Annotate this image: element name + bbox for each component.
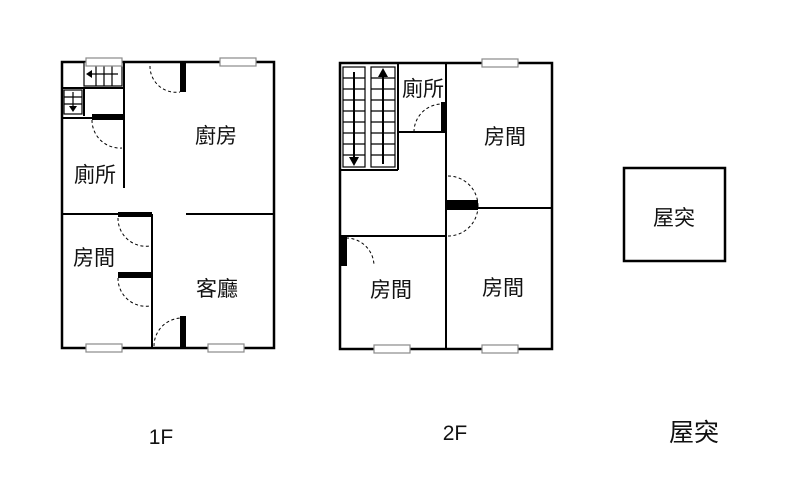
2f-door-swing-bedroom-sw — [345, 237, 375, 267]
2f-door-swing-bedroom-ne — [447, 175, 479, 207]
1f-window-top-left — [85, 57, 123, 67]
roof-box-label: 屋突 — [653, 206, 695, 230]
1f-door-kitchen — [180, 62, 186, 92]
1f-room-label-toilet: 廁所 — [74, 163, 116, 187]
2f-room-label-bedroom-ne: 房間 — [484, 125, 526, 149]
2f-door-swing-toilet — [413, 103, 443, 133]
2f-door-swing-bedroom-se — [447, 205, 479, 237]
2f-door-toilet — [441, 102, 446, 132]
1f-window-bottom-right — [207, 343, 245, 353]
1f-room-label-bedroom: 房間 — [73, 246, 115, 270]
floor-plan-1f: 廚房 廁所 房間 客廳 — [60, 57, 276, 353]
1f-door-bedroom — [118, 272, 152, 278]
2f-stairs — [342, 66, 396, 168]
1f-door-swing-bedroom-top — [117, 217, 151, 247]
1f-door-swing-entrance — [153, 317, 183, 347]
2f-door-bedrooms-east — [446, 200, 478, 210]
2f-room-label-bedroom-sw: 房間 — [370, 278, 412, 302]
floor-plan-2f: 廁所 房間 房間 房間 — [338, 58, 554, 354]
1f-window-bottom-left — [85, 343, 123, 353]
floor-label-1f: 1F — [149, 426, 174, 449]
2f-window-bottom-left — [373, 344, 411, 354]
floor-plan-roof: 屋突 — [622, 166, 727, 263]
2f-room-label-toilet: 廁所 — [402, 77, 444, 101]
1f-outer-wall — [60, 60, 276, 350]
roof-outer-wall — [622, 166, 727, 263]
1f-room-label-living: 客廳 — [196, 277, 238, 301]
floor-label-roof: 屋突 — [669, 418, 719, 447]
2f-window-bottom-right — [481, 344, 519, 354]
1f-door-swing-kitchen — [149, 65, 181, 93]
2f-room-label-bedroom-se: 房間 — [482, 276, 524, 300]
1f-room-label-kitchen: 廚房 — [195, 124, 237, 148]
floor-label-2f: 2F — [443, 422, 468, 445]
2f-window-top — [481, 58, 519, 68]
1f-door-swing-bedroom — [117, 277, 151, 307]
1f-door-swing-toilet — [91, 119, 123, 149]
1f-door-toilet — [92, 114, 124, 120]
1f-window-top-right — [219, 57, 257, 67]
2f-door-bedroom-sw — [340, 236, 347, 266]
1f-door-entrance — [180, 316, 186, 348]
1f-door-bedroom-top — [118, 212, 152, 217]
